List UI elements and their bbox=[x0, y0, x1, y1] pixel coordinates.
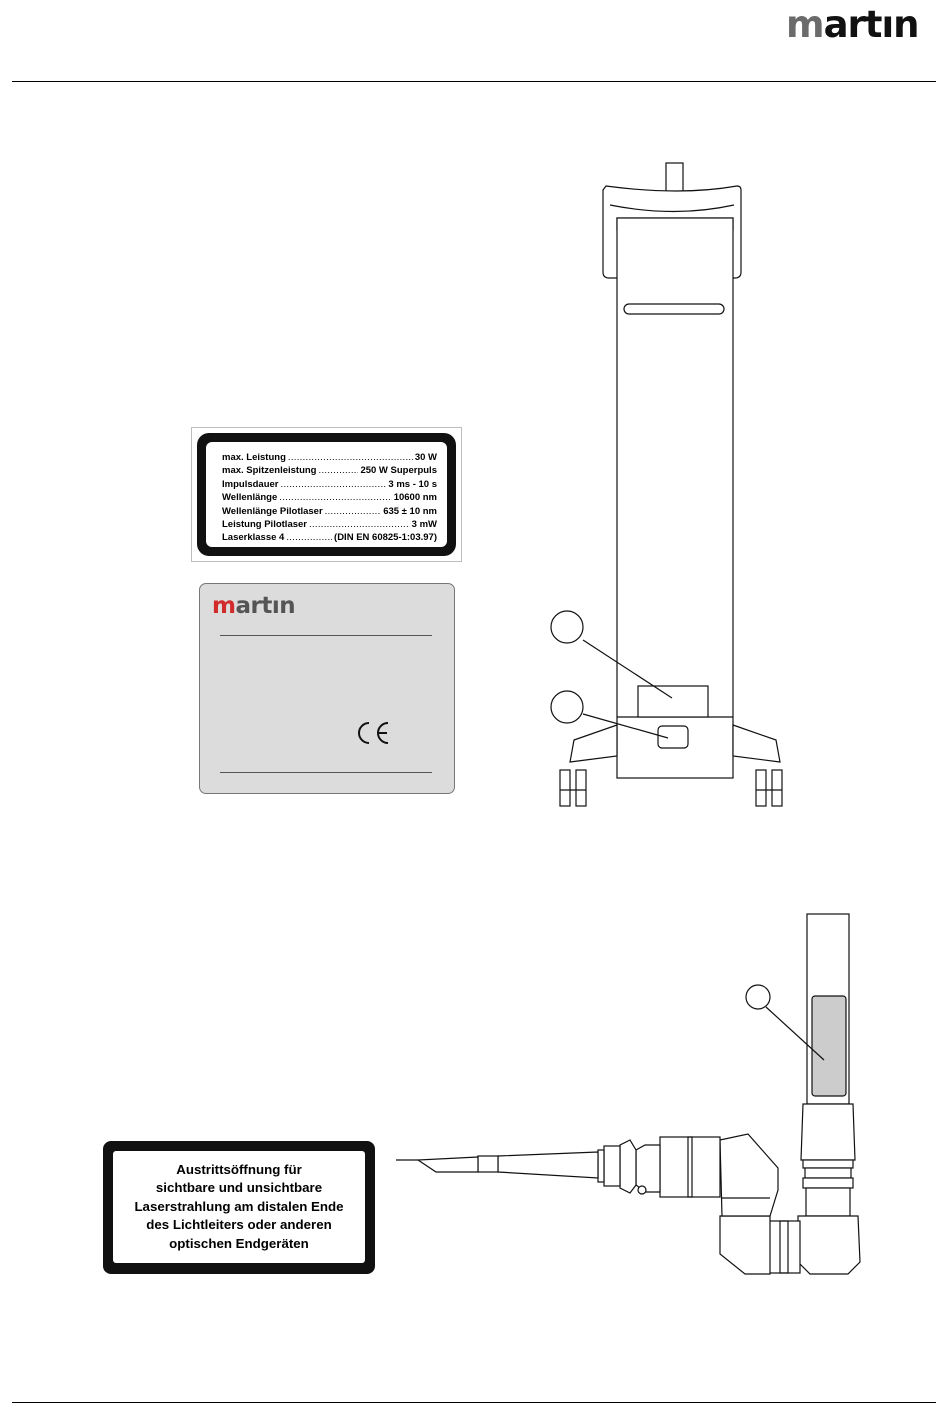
spec-label: Wellenlänge bbox=[222, 492, 278, 504]
warning-line: Austrittsöffnung für bbox=[176, 1161, 302, 1177]
svg-text:martın: martın bbox=[786, 3, 919, 46]
spec-value: 10600 nm bbox=[393, 492, 437, 504]
cart-handle-slot bbox=[623, 303, 725, 315]
warning-line: optischen Endgeräten bbox=[169, 1235, 309, 1251]
callout-circle-1 bbox=[550, 610, 584, 644]
spec-label: max. Leistung bbox=[222, 452, 286, 463]
warning-line: Laserstrahlung am distalen Ende bbox=[134, 1198, 344, 1214]
spec-row: Wellenlänge Pilotlaser 635 ± 10 nm bbox=[222, 505, 437, 518]
callout-circle-3 bbox=[745, 984, 771, 1010]
spec-row: Leistung Pilotlaser 3 mW bbox=[222, 518, 437, 531]
cart-spec-label-location bbox=[657, 725, 689, 749]
warning-line: des Lichtleiters oder anderen bbox=[146, 1217, 332, 1233]
svg-text:martın: martın bbox=[212, 593, 295, 618]
arm-joint bbox=[719, 1103, 861, 1275]
spec-row: max. Spitzenleistung 250 W Superpuls bbox=[222, 464, 437, 477]
spec-label: Wellenlänge Pilotlaser bbox=[222, 505, 323, 517]
spec-label: Laserklasse 4 bbox=[222, 532, 285, 544]
plate-divider-bottom bbox=[220, 772, 432, 773]
spec-value: 250 W Superpuls bbox=[360, 465, 437, 477]
plate-divider-top bbox=[220, 635, 432, 636]
martin-logo: martın bbox=[786, 3, 920, 46]
callout-circle-2 bbox=[550, 690, 584, 724]
laser-aperture-warning-label: Austrittsöffnung für sichtbare und unsic… bbox=[103, 1141, 375, 1274]
footer-rule bbox=[12, 1402, 936, 1403]
spec-row: Impulsdauer 3 ms - 10 s bbox=[222, 478, 437, 491]
plate-martin-logo: martın bbox=[212, 593, 296, 618]
handpiece-body bbox=[396, 1136, 721, 1198]
arm-warning-label-location bbox=[811, 995, 847, 1097]
warning-label-body: Austrittsöffnung für sichtbare und unsic… bbox=[113, 1151, 365, 1263]
spec-label: Leistung Pilotlaser bbox=[222, 519, 307, 531]
spec-row: Wellenlänge 10600 nm bbox=[222, 491, 437, 504]
warning-line: sichtbare und unsichtbare bbox=[155, 1180, 323, 1196]
spec-label-border: max. Leistung 30 W max. Spitzenleistung 25… bbox=[197, 433, 456, 556]
ce-mark-icon bbox=[358, 722, 389, 744]
spec-value: 3 ms - 10 s bbox=[388, 478, 437, 490]
spec-value: 30 W bbox=[414, 452, 437, 463]
cart-type-plate-location bbox=[637, 685, 709, 718]
type-plate: martın bbox=[199, 583, 455, 794]
cart-feet bbox=[559, 724, 783, 807]
laser-spec-label: max. Leistung 30 W max. Spitzenleistung 25… bbox=[191, 427, 462, 562]
spec-value: 3 mW bbox=[411, 519, 437, 531]
spec-row: Laserklasse 4 (DIN EN 60825-1:03.97) bbox=[222, 531, 437, 544]
spec-label-body: max. Leistung 30 W max. Spitzenleistung 25… bbox=[206, 442, 447, 547]
spec-label: Impulsdauer bbox=[222, 478, 279, 490]
header-rule bbox=[12, 81, 936, 82]
spec-value: 635 ± 10 nm bbox=[383, 505, 437, 517]
spec-label: max. Spitzenleistung bbox=[222, 465, 317, 477]
spec-row: max. Leistung 30 W bbox=[222, 451, 437, 464]
spec-value: (DIN EN 60825-1:03.97) bbox=[334, 532, 437, 544]
